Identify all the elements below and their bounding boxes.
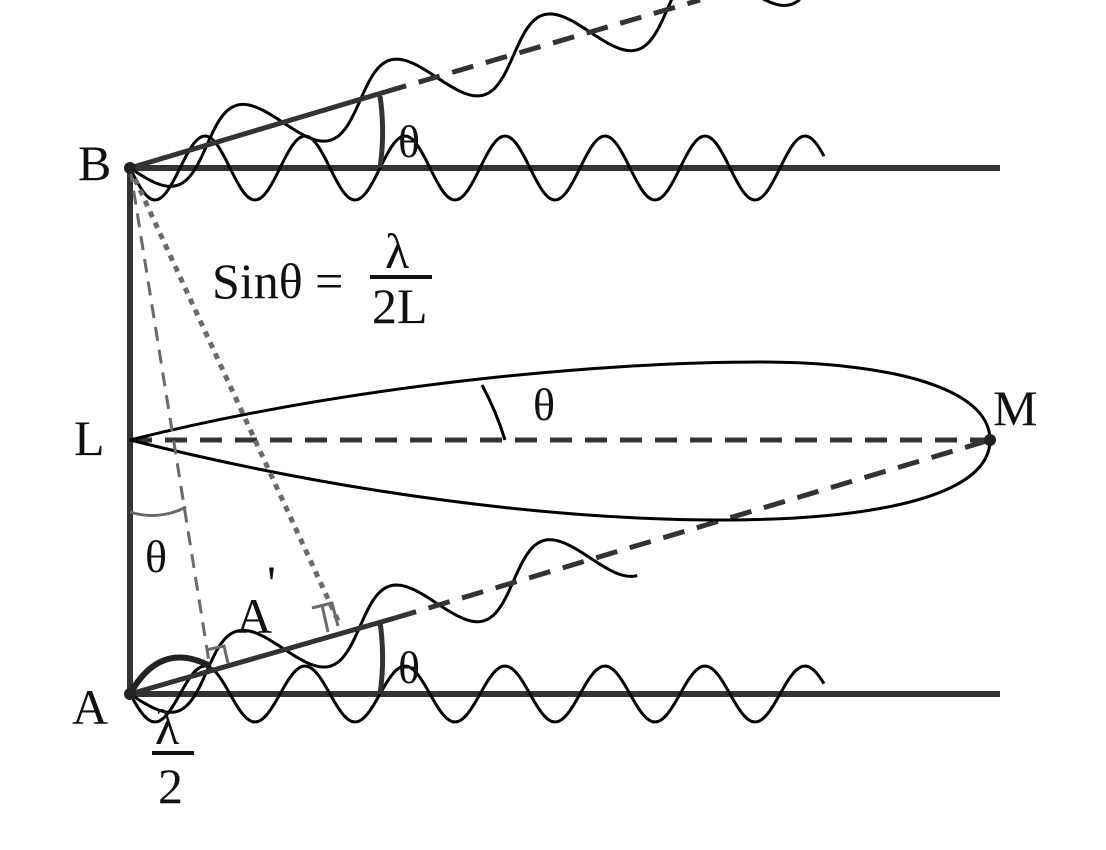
- perpendicular-tick: [320, 604, 330, 633]
- angle-arc-lobe: [480, 384, 507, 441]
- point-A: [124, 688, 136, 700]
- point-M: [984, 434, 996, 446]
- theta-top: θ: [398, 116, 420, 167]
- bottom-angled-wave: [129, 538, 638, 714]
- label-A: A: [72, 679, 108, 735]
- half-wavelength-numerator: λ: [155, 699, 179, 755]
- angle-arc-bottom: [377, 621, 386, 695]
- theta-bottom: θ: [398, 642, 420, 693]
- right-angle-marker-1: [205, 644, 230, 664]
- top-angled-wave: [129, 0, 801, 188]
- label-B: B: [78, 135, 111, 191]
- right-angle-marker-2: [311, 601, 340, 627]
- top-horizontal-wave: [128, 134, 826, 202]
- label-L: L: [74, 410, 105, 466]
- bottom-angled-ray-dashed: [394, 437, 991, 621]
- angle-arc-top: [377, 95, 386, 169]
- half-wavelength-denominator: 2: [158, 758, 183, 814]
- point-B: [124, 162, 136, 174]
- label-A-prime-mark: ': [267, 555, 276, 611]
- half-wavelength-arc: [127, 654, 212, 696]
- formula-denominator: 2L: [372, 278, 428, 334]
- top-angled-ray-dashed: [384, 0, 701, 95]
- formula-lhs: Sinθ =: [212, 253, 343, 309]
- bottom-angled-ray-solid: [129, 615, 396, 697]
- theta-left: θ: [145, 531, 167, 582]
- angle-arc-left: [129, 505, 187, 517]
- label-A-prime: A: [236, 588, 272, 644]
- theta-lobe: θ: [533, 379, 555, 430]
- label-M: M: [993, 380, 1037, 436]
- bottom-horizontal-wave: [128, 664, 826, 724]
- top-angled-ray-solid: [129, 89, 386, 171]
- construction-line-B-to-foot: [128, 167, 212, 669]
- formula-numerator: λ: [385, 223, 409, 279]
